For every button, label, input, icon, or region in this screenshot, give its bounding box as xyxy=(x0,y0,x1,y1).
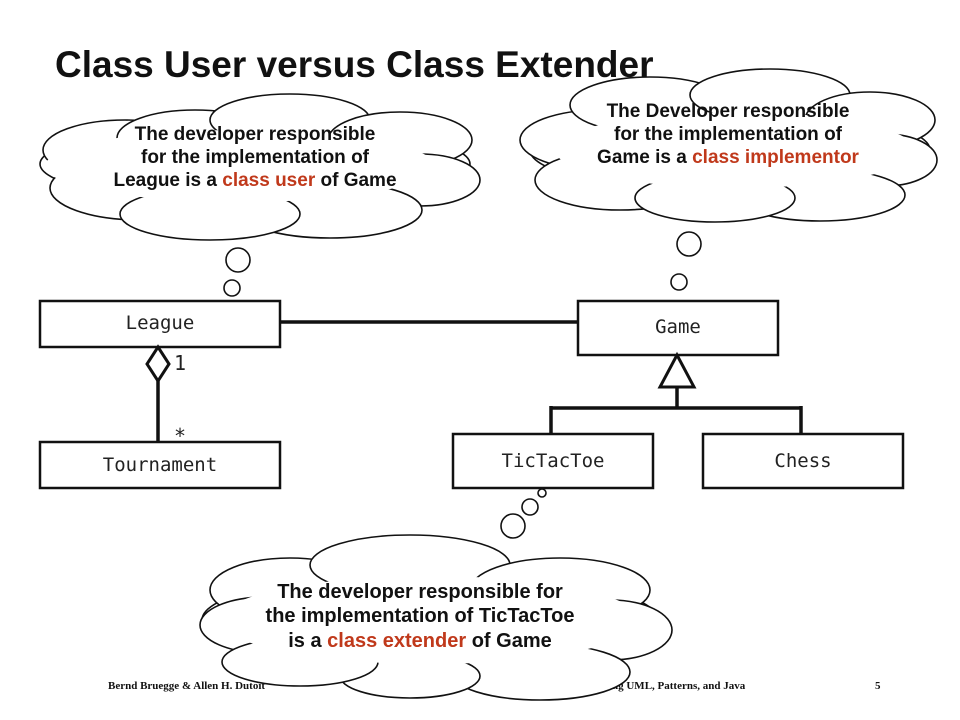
cloud-line: The developer responsible for xyxy=(277,581,563,603)
highlight-class-user: class user xyxy=(222,170,316,192)
thought-bubble xyxy=(500,513,526,539)
cloud-line: is a class extender of Game xyxy=(288,629,552,652)
multiplicity-tournament-end: * xyxy=(174,424,187,448)
slide-title: Class User versus Class Extender xyxy=(55,44,654,85)
class-game-label: Game xyxy=(655,316,701,338)
thought-bubble xyxy=(223,279,241,297)
class-chess-box[interactable] xyxy=(701,432,905,490)
cloud-line: for the implementation of xyxy=(614,124,842,146)
thought-bubble xyxy=(225,247,251,273)
class-league-box[interactable] xyxy=(38,299,282,349)
class-tournament-label: Tournament xyxy=(102,454,218,476)
thought-bubble xyxy=(670,273,688,291)
class-chess-label: Chess xyxy=(774,450,832,472)
footer-authors: Bernd Bruegge & Allen H. Dutoit xyxy=(108,680,266,692)
multiplicity-league-end: 1 xyxy=(174,351,187,375)
generalization-game xyxy=(549,351,803,434)
footer-page-number: 5 xyxy=(875,680,881,692)
cloud-text-class-user: The developer responsible for the implem… xyxy=(40,123,470,193)
footer-book-title: ng UML, Patterns, and Java xyxy=(612,680,746,692)
class-tictactoe-box[interactable] xyxy=(451,432,655,490)
thought-bubble xyxy=(521,498,539,516)
thought-bubble xyxy=(537,488,547,498)
cloud-line: League is a class user of Game xyxy=(113,170,397,192)
cloud-line: the implementation of TicTacToe xyxy=(265,605,575,628)
cloud-class-extender xyxy=(199,534,673,701)
cloud-class-implementor xyxy=(519,68,938,223)
aggregation-league-tournament xyxy=(145,344,171,442)
thought-bubble xyxy=(676,231,702,257)
class-tictactoe-label: TicTacToe xyxy=(501,450,605,472)
cloud-line: for the implementation of xyxy=(141,147,369,169)
cloud-class-user xyxy=(39,93,481,241)
class-tournament-box[interactable] xyxy=(38,440,282,490)
cloud-line: Game is a class implementor xyxy=(597,147,859,169)
class-game-box[interactable] xyxy=(576,299,780,357)
highlight-class-implementor: class implementor xyxy=(692,147,859,169)
cloud-line: The Developer responsible xyxy=(606,101,850,122)
cloud-text-class-implementor: The Developer responsible for the implem… xyxy=(528,100,928,170)
cloud-line: The developer responsible xyxy=(134,124,376,145)
highlight-class-extender: class extender xyxy=(327,629,467,652)
class-league-label: League xyxy=(125,312,195,334)
cloud-text-class-extender: The developer responsible for the implem… xyxy=(205,580,635,653)
